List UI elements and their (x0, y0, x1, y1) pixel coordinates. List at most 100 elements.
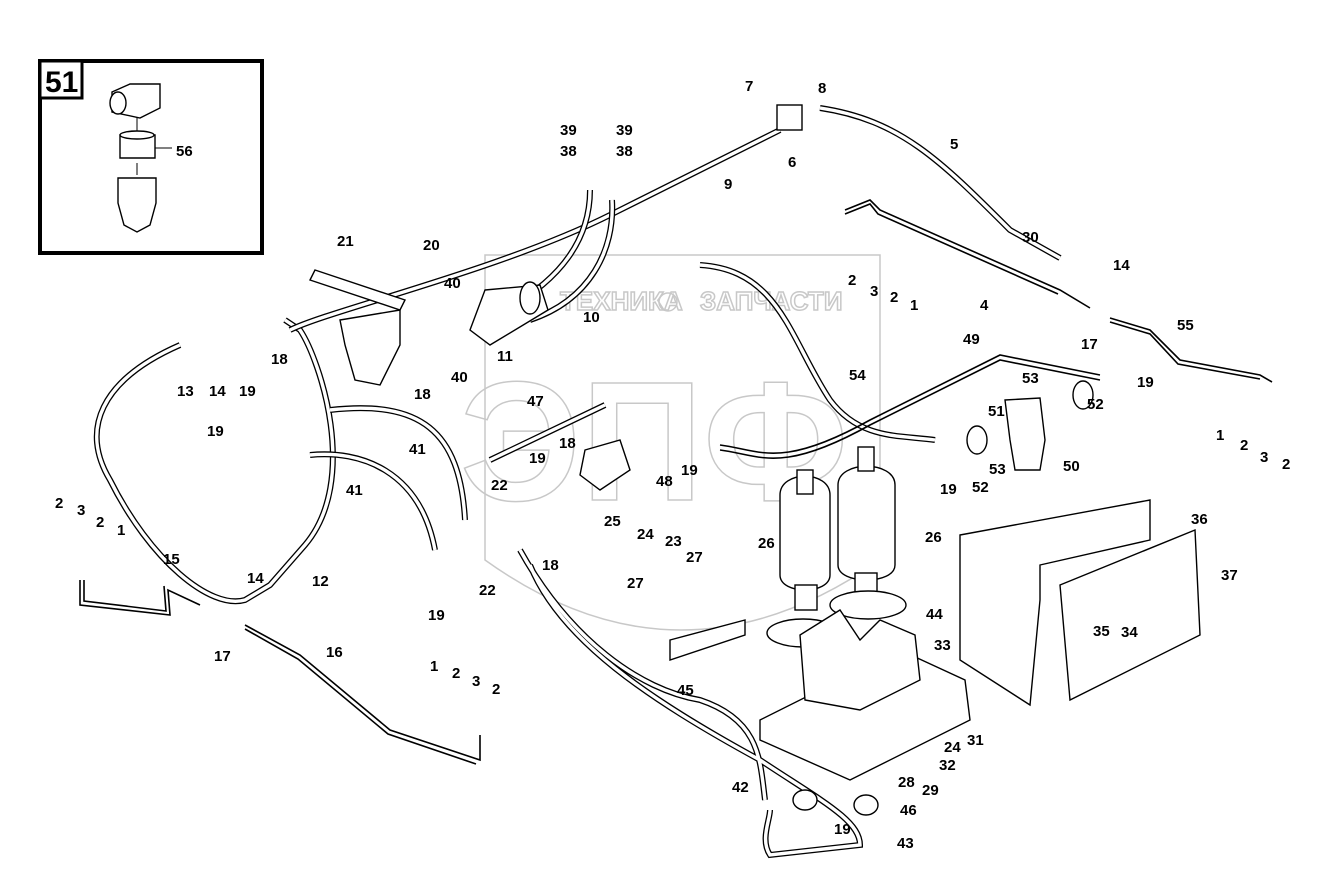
callout-label: 4 (980, 297, 989, 314)
callout-label: 15 (163, 551, 180, 568)
callout-label: 53 (989, 461, 1006, 478)
callout-label: 46 (900, 802, 917, 819)
callout-label: 20 (423, 237, 440, 254)
callout-label: 3 (870, 283, 878, 300)
callout-label: 1 (1216, 427, 1224, 444)
callout-label: 39 (616, 122, 633, 139)
callout-label: 23 (665, 533, 682, 550)
callout-label: 36 (1191, 511, 1208, 528)
callout-label: 18 (271, 351, 288, 368)
inset-filter-51: 51 56 (38, 59, 264, 255)
callout-label: 19 (681, 462, 698, 479)
callout-label: 54 (849, 367, 866, 384)
gear-icon (658, 292, 678, 312)
callout-label: 10 (583, 309, 600, 326)
callout-label: 1 (430, 658, 438, 675)
callout-label: 32 (939, 757, 956, 774)
callout-label: 3 (472, 673, 480, 690)
callout-label: 52 (1087, 396, 1104, 413)
callout-label: 29 (922, 782, 939, 799)
callout-label: 48 (656, 473, 673, 490)
callout-label: 40 (451, 369, 468, 386)
callout-label: 26 (758, 535, 775, 552)
callout-label: 38 (560, 143, 577, 160)
callout-label: 19 (834, 821, 851, 838)
callout-label: 47 (527, 393, 544, 410)
callout-label: 19 (239, 383, 256, 400)
callout-label: 25 (604, 513, 621, 530)
callout-label: 24 (944, 739, 961, 756)
callout-label: 22 (479, 582, 496, 599)
callout-label: 11 (497, 348, 513, 365)
callout-label: 49 (963, 331, 980, 348)
callout-label: 17 (214, 648, 231, 665)
inset-number: 51 (45, 66, 78, 99)
callout-label: 19 (940, 481, 957, 498)
callout-label: 30 (1022, 229, 1039, 246)
callout-label: 39 (560, 122, 577, 139)
callout-label: 27 (686, 549, 703, 566)
callout-label: 42 (732, 779, 749, 796)
callout-label: 22 (491, 477, 508, 494)
callout-label: 41 (409, 441, 426, 458)
callout-label: 19 (1137, 374, 1154, 391)
callout-label: 34 (1121, 624, 1138, 641)
callout-label: 27 (627, 575, 644, 592)
callout-label: 2 (452, 665, 460, 682)
accumulator-left (779, 469, 831, 611)
callout-label: 2 (1240, 437, 1248, 454)
callout-label: 55 (1177, 317, 1194, 334)
callout-label: 14 (209, 383, 226, 400)
callout-label: 40 (444, 275, 461, 292)
callout-label: 2 (1282, 456, 1290, 473)
callout-label: 2 (96, 514, 104, 531)
callout-label: 53 (1022, 370, 1039, 387)
hoses-and-pipes (79, 105, 1273, 859)
callout-label: 1 (117, 522, 125, 539)
callout-label: 37 (1221, 567, 1238, 584)
callout-label: 2 (890, 289, 898, 306)
callout-label: 38 (616, 143, 633, 160)
callout-label: 19 (529, 450, 546, 467)
callout-label: 28 (898, 774, 915, 791)
callout-label: 9 (724, 176, 732, 193)
callout-label: 52 (972, 479, 989, 496)
components (309, 104, 1201, 816)
callout-label: 50 (1063, 458, 1080, 475)
callout-label: 2 (492, 681, 500, 698)
callout-label: 2 (55, 495, 63, 512)
callout-label: 13 (177, 383, 194, 400)
callout-label: 16 (326, 644, 343, 661)
callout-label: 14 (247, 570, 264, 587)
callout-label: 31 (967, 732, 984, 749)
callout-label: 35 (1093, 623, 1110, 640)
callout-label: 19 (207, 423, 224, 440)
callout-label: 19 (428, 607, 445, 624)
callout-label: 45 (677, 682, 694, 699)
callout-label: 3 (1260, 449, 1268, 466)
callout-label: 3 (77, 502, 85, 519)
callout-label: 18 (559, 435, 576, 452)
callout-label: 8 (818, 80, 826, 97)
callout-label: 6 (788, 154, 796, 171)
callout-label: 26 (925, 529, 942, 546)
callout-label: 14 (1113, 257, 1130, 274)
callout-label: 12 (312, 573, 329, 590)
callout-label: 33 (934, 637, 951, 654)
callout-label: 21 (337, 233, 354, 250)
callout-label: 7 (745, 78, 753, 95)
callout-label: 5 (950, 136, 958, 153)
callout-label: 24 (637, 526, 654, 543)
callout-label: 17 (1081, 336, 1098, 353)
callout-label: 51 (988, 403, 1005, 420)
inset-callout: 56 (176, 143, 193, 160)
callout-label: 1 (910, 297, 918, 314)
callout-label: 41 (346, 482, 363, 499)
callout-label: 44 (926, 606, 943, 623)
callout-label: 18 (542, 557, 559, 574)
callout-label: 43 (897, 835, 914, 852)
callout-label: 18 (414, 386, 431, 403)
callout-label: 2 (848, 272, 856, 289)
